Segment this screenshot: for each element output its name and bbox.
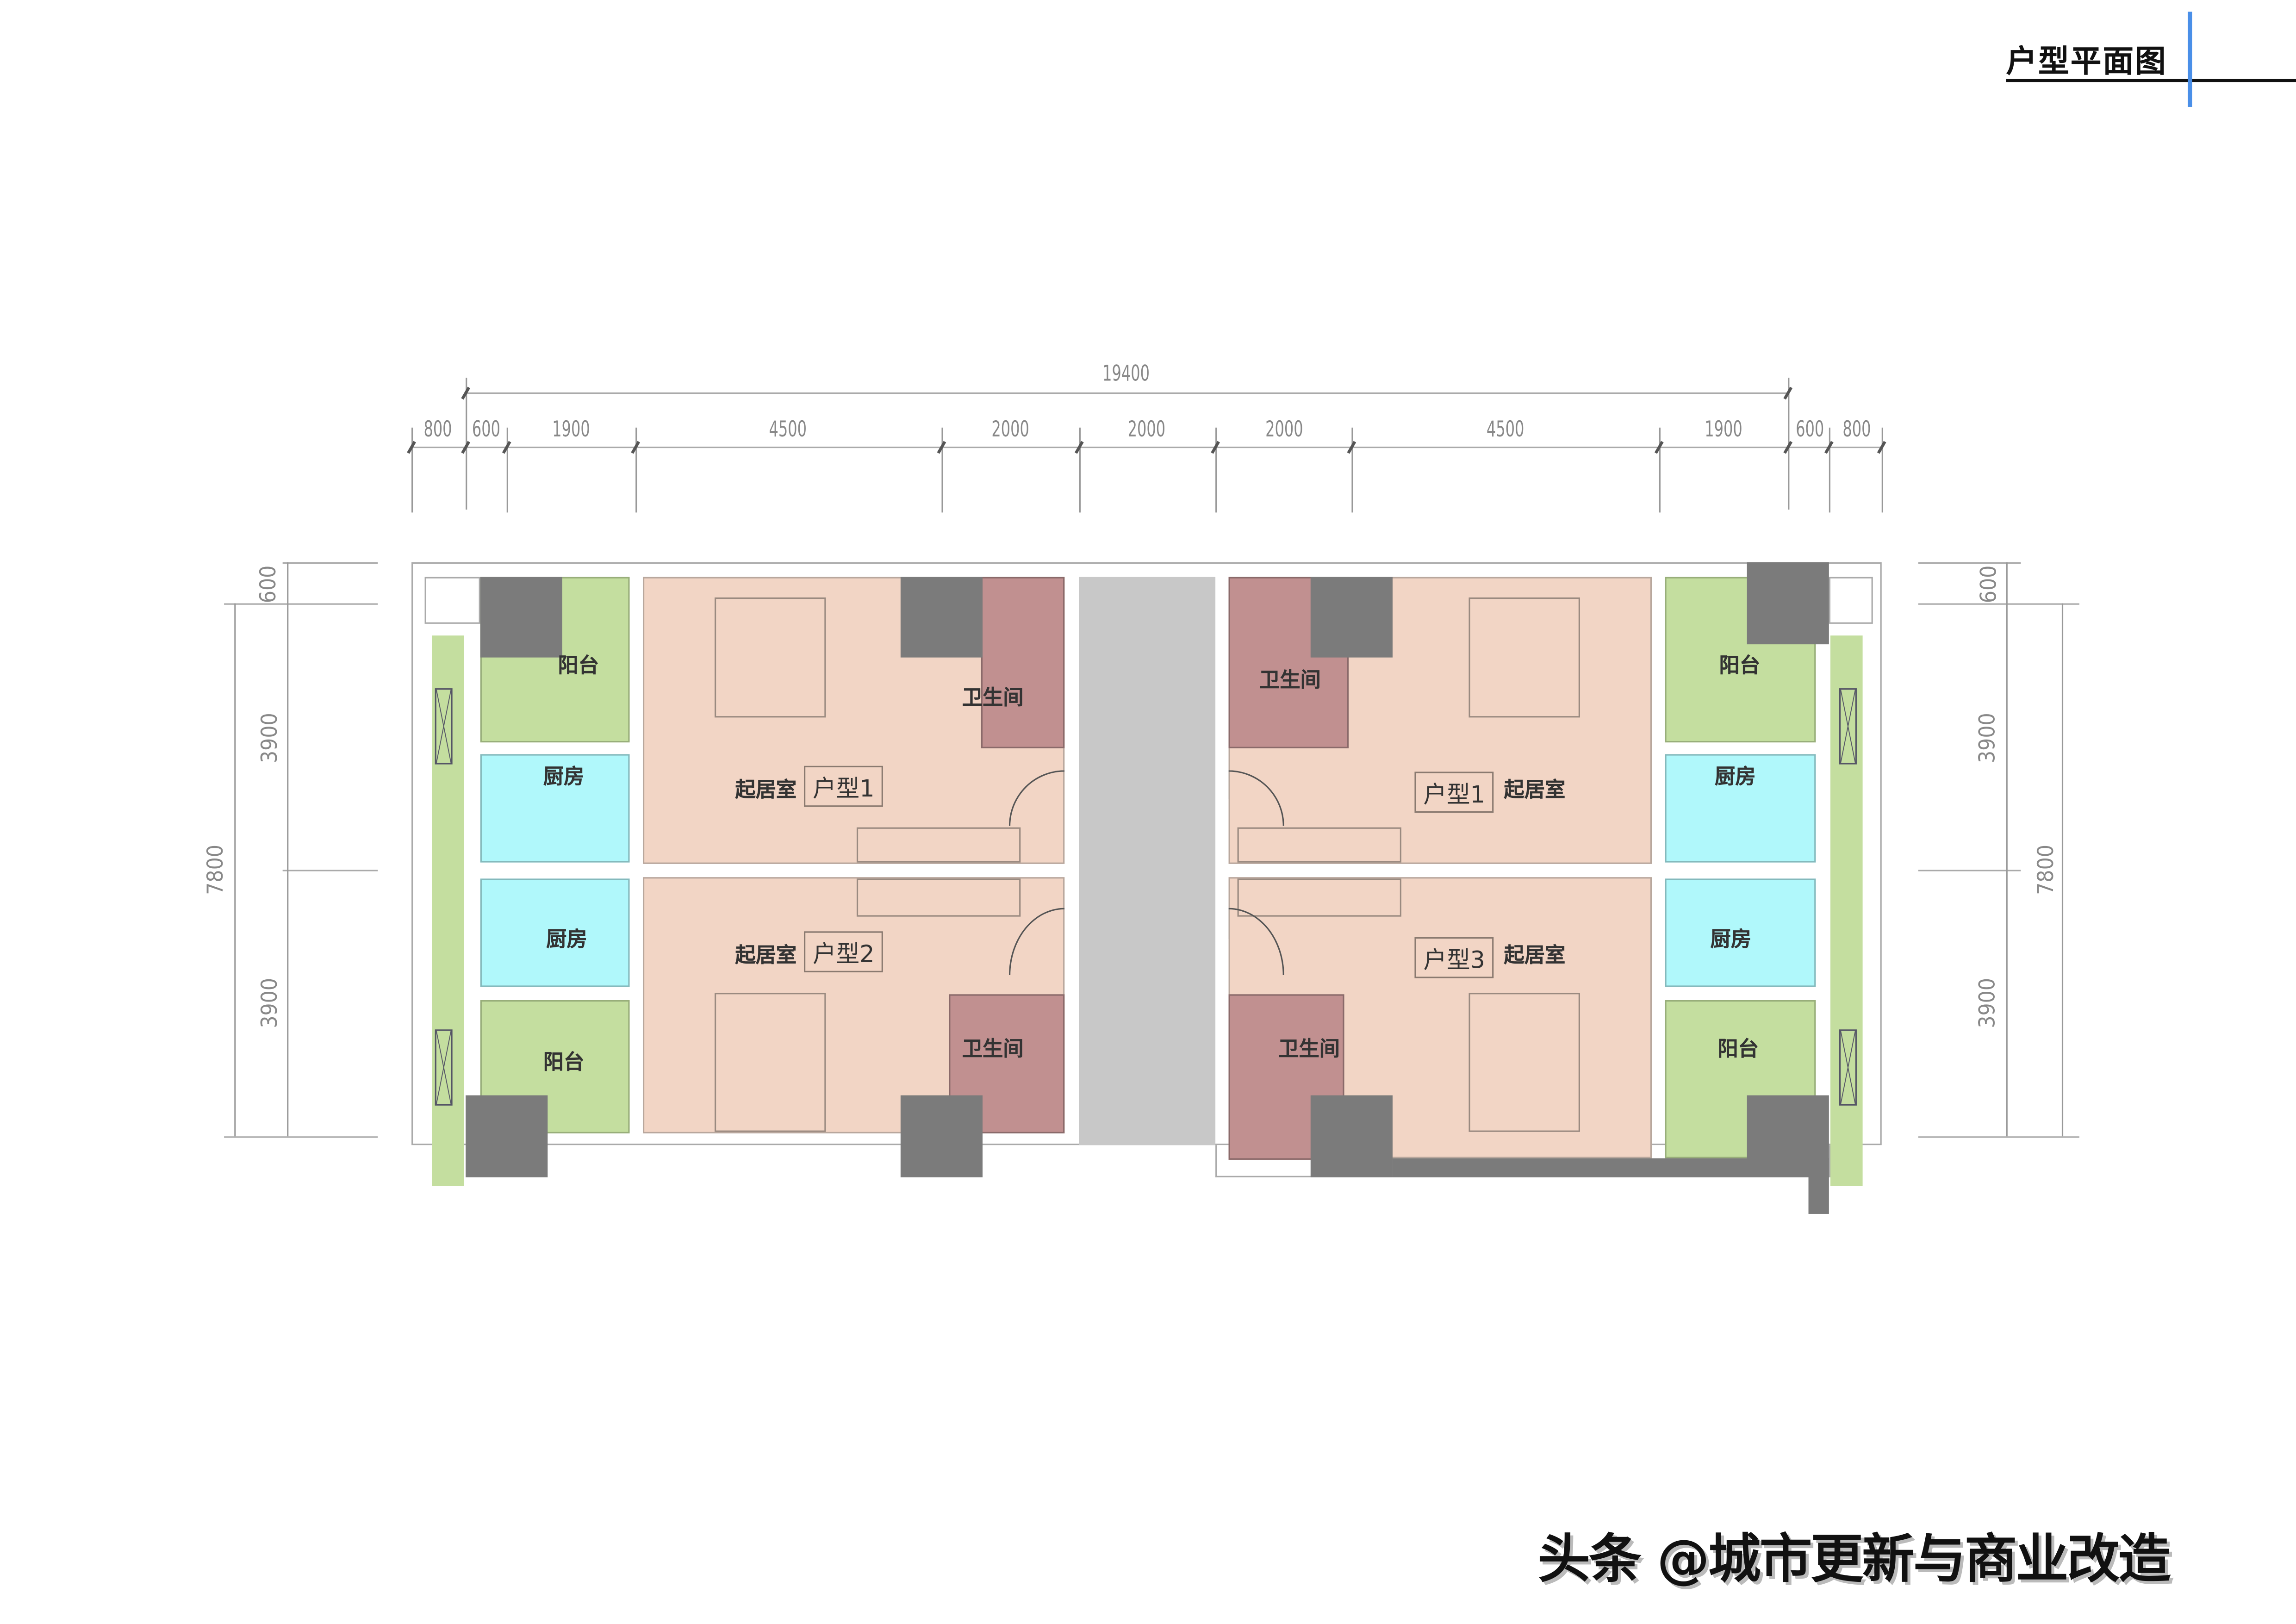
bed-icon bbox=[715, 597, 826, 718]
balcony-label: 阳台 bbox=[1719, 654, 1761, 678]
title-underline bbox=[2006, 79, 2296, 82]
dim-extension bbox=[224, 603, 378, 605]
unit-type-tag: 户型1 bbox=[804, 765, 884, 807]
dim-extension bbox=[411, 427, 413, 513]
bathroom-label: 卫生间 bbox=[1259, 669, 1321, 693]
bed-icon bbox=[1468, 597, 1580, 718]
unit-type-tag: 户型3 bbox=[1414, 937, 1494, 978]
balcony-label: 阳台 bbox=[1717, 1038, 1759, 1062]
ac-unit-icon bbox=[1839, 1029, 1857, 1106]
structural-column bbox=[1808, 1158, 1829, 1214]
dim-segment-label: 2000 bbox=[1127, 416, 1166, 442]
dim-extension bbox=[1215, 427, 1217, 513]
bed-icon bbox=[1468, 993, 1580, 1132]
bathroom-label: 卫生间 bbox=[1278, 1038, 1340, 1062]
structural-column bbox=[1747, 562, 1829, 645]
living-room-label: 起居室 bbox=[1504, 944, 1566, 968]
unit-type-tag: 户型2 bbox=[804, 931, 884, 972]
dim-label: 3900 bbox=[1974, 978, 2001, 1028]
dim-label: 600 bbox=[1975, 565, 2002, 604]
dim-extension bbox=[1918, 562, 2021, 564]
dim-segment-label: 600 bbox=[472, 416, 501, 442]
dim-line bbox=[2061, 603, 2064, 1137]
dim-label: 600 bbox=[255, 565, 281, 604]
kitchen bbox=[480, 754, 630, 863]
dim-segment-label: 1900 bbox=[552, 416, 590, 442]
dim-segment-label: 2000 bbox=[1265, 416, 1303, 442]
kitchen-label: 厨房 bbox=[546, 928, 587, 952]
structural-column bbox=[1310, 577, 1393, 658]
bathroom bbox=[981, 577, 1065, 748]
dim-extension bbox=[941, 427, 943, 513]
ac-unit-icon bbox=[435, 688, 453, 765]
structural-column bbox=[900, 1095, 983, 1177]
dim-line-total bbox=[466, 392, 1788, 394]
structural-column bbox=[1310, 1095, 1393, 1177]
dim-label: 3900 bbox=[256, 713, 283, 763]
balcony-label: 阳台 bbox=[543, 1051, 585, 1075]
dim-extension bbox=[635, 427, 637, 513]
ledge bbox=[1829, 577, 1873, 624]
watermark: 头条 @城市更新与商业改造 bbox=[1537, 1530, 2171, 1591]
wardrobe-icon bbox=[856, 827, 1021, 863]
dim-extension bbox=[1829, 427, 1830, 513]
wardrobe-icon bbox=[1237, 827, 1401, 863]
wardrobe-icon bbox=[856, 878, 1021, 917]
dim-label: 3900 bbox=[256, 978, 283, 1028]
kitchen-label: 厨房 bbox=[1715, 765, 1756, 790]
dim-segment-label: 1900 bbox=[1705, 416, 1742, 442]
dim-extension bbox=[1659, 427, 1661, 513]
structural-column bbox=[900, 577, 983, 658]
dim-line-segments bbox=[411, 447, 1882, 448]
dim-label: 3900 bbox=[1974, 713, 2001, 763]
kitchen bbox=[1665, 878, 1816, 987]
dim-extension bbox=[506, 427, 508, 513]
kitchen-label: 厨房 bbox=[1710, 928, 1752, 952]
living-room-label: 起居室 bbox=[735, 944, 797, 968]
title-accent-bar bbox=[2188, 12, 2192, 107]
dim-extension bbox=[1918, 1136, 2079, 1138]
dim-extension bbox=[224, 1136, 378, 1138]
structural-beam bbox=[1392, 1158, 1829, 1177]
kitchen-label: 厨房 bbox=[543, 765, 585, 790]
dim-extension bbox=[1351, 427, 1353, 513]
bathroom-label: 卫生间 bbox=[962, 1038, 1024, 1062]
unit-type-tag: 户型1 bbox=[1414, 772, 1494, 813]
dim-segment-label: 800 bbox=[423, 416, 452, 442]
bathroom-label: 卫生间 bbox=[962, 686, 1024, 710]
ac-unit-icon bbox=[435, 1029, 453, 1106]
dim-line bbox=[2006, 562, 2008, 1137]
dim-segment-label: 600 bbox=[1796, 416, 1824, 442]
dim-extension bbox=[1918, 870, 2021, 871]
dim-segment-label: 2000 bbox=[991, 416, 1029, 442]
dim-total-label: 19400 bbox=[1102, 360, 1150, 387]
ledge bbox=[424, 577, 480, 624]
structural-column bbox=[466, 1095, 548, 1177]
dim-label: 7800 bbox=[202, 845, 229, 895]
structural-column bbox=[1747, 1095, 1829, 1160]
dim-extension bbox=[282, 870, 378, 871]
dim-extension bbox=[1881, 427, 1883, 513]
ac-unit-icon bbox=[1839, 688, 1857, 765]
balcony-label: 阳台 bbox=[558, 654, 599, 678]
bed-icon bbox=[715, 993, 826, 1132]
dim-line bbox=[287, 562, 289, 1137]
dim-segment-label: 800 bbox=[1842, 416, 1871, 442]
kitchen bbox=[480, 878, 630, 987]
kitchen bbox=[1665, 754, 1816, 863]
dim-segment-label: 4500 bbox=[769, 416, 807, 442]
dim-label: 7800 bbox=[2032, 845, 2059, 895]
living-room-label: 起居室 bbox=[1504, 779, 1566, 803]
sheet-title: 户型平面图 bbox=[2006, 44, 2167, 79]
dim-line bbox=[234, 603, 236, 1137]
dim-extension bbox=[1079, 427, 1081, 513]
structural-column bbox=[480, 577, 562, 658]
dim-extension bbox=[1918, 603, 2079, 605]
wardrobe-icon bbox=[1237, 878, 1401, 917]
dim-segment-label: 4500 bbox=[1486, 416, 1524, 442]
corridor bbox=[1079, 577, 1216, 1145]
dim-extension bbox=[282, 562, 378, 564]
living-room-label: 起居室 bbox=[735, 779, 797, 803]
